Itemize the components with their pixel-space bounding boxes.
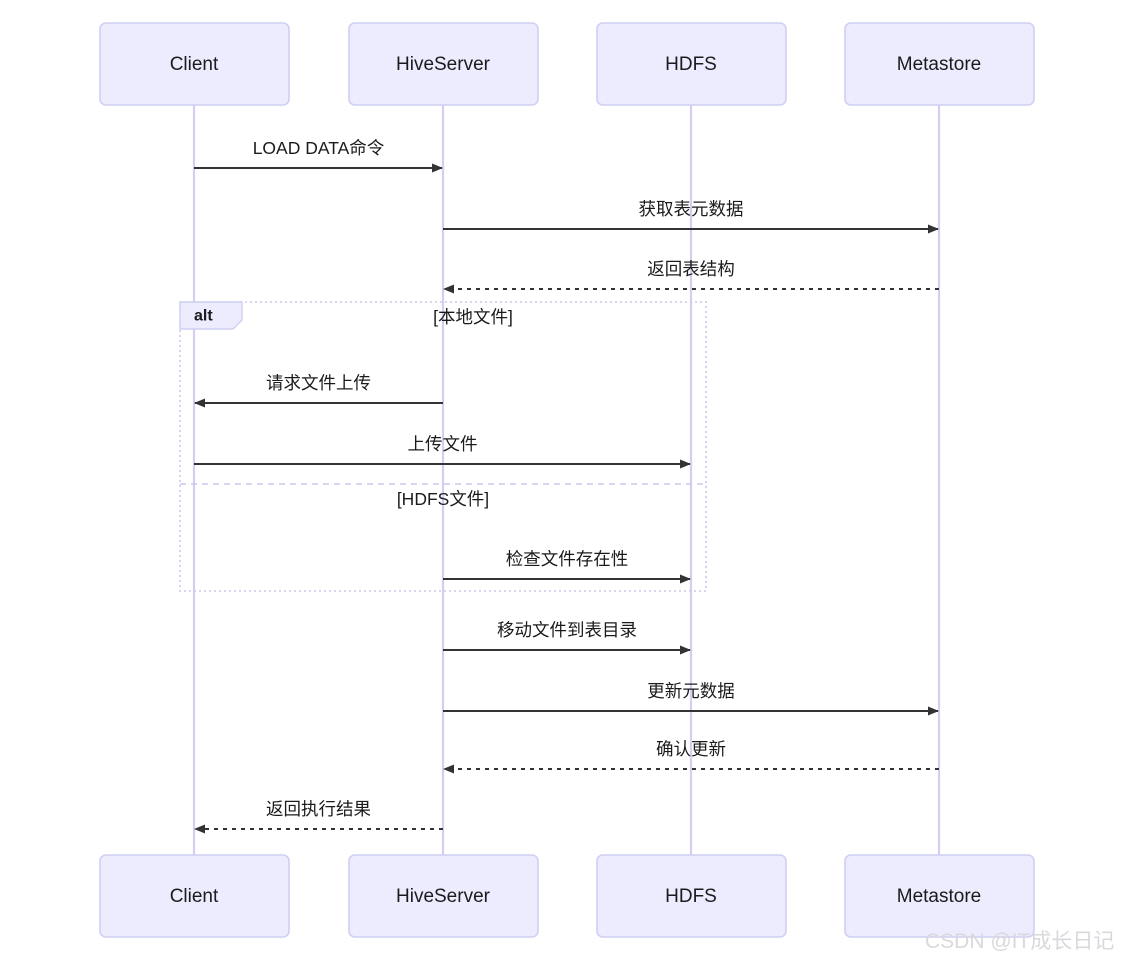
message-label-2: 获取表元数据 xyxy=(639,199,744,219)
message-label-7: 移动文件到表目录 xyxy=(497,620,637,640)
participant-label-client-top: Client xyxy=(170,54,219,75)
participant-label-hdfs-bottom: HDFS xyxy=(665,886,717,907)
participant-box-metastore-top[interactable] xyxy=(844,22,1035,106)
alt-fragment-group: [本地文件] [HDFS文件] alt xyxy=(179,301,707,592)
participant-label-hiveserver-top: HiveServer xyxy=(396,54,491,75)
message-label-6: 检查文件存在性 xyxy=(506,549,629,569)
participant-box-hiveserver-bottom[interactable] xyxy=(348,854,539,938)
message-label-5: 上传文件 xyxy=(408,434,478,454)
participant-label-client-bottom: Client xyxy=(170,886,219,907)
watermark-group: CSDN @IT成长日记 xyxy=(925,930,1114,953)
message-label-4: 请求文件上传 xyxy=(266,373,371,393)
alt-condition-label-0: [本地文件] xyxy=(433,307,513,327)
message-label-3: 返回表结构 xyxy=(647,259,735,279)
participant-label-hdfs-top: HDFS xyxy=(665,54,717,75)
alt-fragment-frame xyxy=(179,301,707,592)
message-label-9: 确认更新 xyxy=(656,739,726,759)
participant-box-hdfs-top[interactable] xyxy=(596,22,787,106)
message-label-8: 更新元数据 xyxy=(647,681,735,701)
participant-box-hiveserver-top[interactable] xyxy=(348,22,539,106)
participant-box-client-top[interactable] xyxy=(99,22,290,106)
messages-group: LOAD DATA命令获取表元数据返回表结构请求文件上传上传文件检查文件存在性移… xyxy=(194,138,939,834)
participant-box-hdfs-bottom[interactable] xyxy=(596,854,787,938)
message-label-10: 返回执行结果 xyxy=(266,799,371,819)
participant-box-client-bottom[interactable] xyxy=(99,854,290,938)
participant-box-metastore-bottom[interactable] xyxy=(844,854,1035,938)
participant-label-metastore-bottom: Metastore xyxy=(897,886,981,907)
alt-condition-label-1: [HDFS文件] xyxy=(397,489,489,509)
message-label-1: LOAD DATA命令 xyxy=(253,138,385,158)
participant-label-metastore-top: Metastore xyxy=(897,54,981,75)
lifelines-group xyxy=(192,105,941,855)
alt-keyword-label: alt xyxy=(194,308,213,325)
participant-label-hiveserver-bottom: HiveServer xyxy=(396,886,491,907)
alt-keyword-tab xyxy=(179,301,243,330)
watermark-label: CSDN @IT成长日记 xyxy=(925,930,1114,953)
